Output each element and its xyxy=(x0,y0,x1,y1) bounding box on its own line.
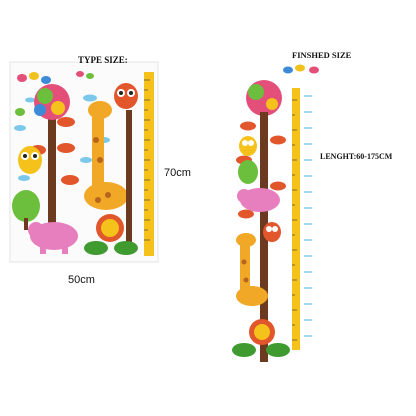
elephant-right xyxy=(237,188,280,212)
blue-scale-marks xyxy=(304,95,312,337)
finished-size-heading: FINSHED SIZE xyxy=(292,50,352,60)
type-size-heading: TYPE SIZE: xyxy=(78,55,128,65)
bushes-right xyxy=(232,343,290,357)
finished-sticker xyxy=(232,64,319,362)
owl-left xyxy=(18,146,42,174)
green-tree-right xyxy=(238,160,258,184)
elephant-left xyxy=(28,222,78,254)
birds-right xyxy=(283,64,319,74)
height-dimension-label: 70cm xyxy=(164,167,191,179)
tree-left-2-trunk xyxy=(126,110,132,250)
tree-left-1 xyxy=(34,84,70,248)
green-tree-left xyxy=(12,190,40,230)
owl-right-top xyxy=(114,83,138,109)
owl-right-2 xyxy=(263,222,281,242)
giraffe-left xyxy=(84,101,128,210)
ruler-left xyxy=(144,72,154,256)
lion-left xyxy=(96,214,124,242)
lion-right xyxy=(249,319,275,345)
bushes-left xyxy=(84,241,138,255)
owl-right-1 xyxy=(239,136,257,156)
ruler-right xyxy=(292,88,300,350)
birds-left xyxy=(17,71,94,84)
giraffe-right xyxy=(236,233,268,306)
width-dimension-label: 50cm xyxy=(68,274,95,286)
tree-right-top xyxy=(246,80,282,362)
sticker-sheet xyxy=(9,61,159,263)
length-range-label: LENGHT:60-175CM xyxy=(320,152,393,161)
